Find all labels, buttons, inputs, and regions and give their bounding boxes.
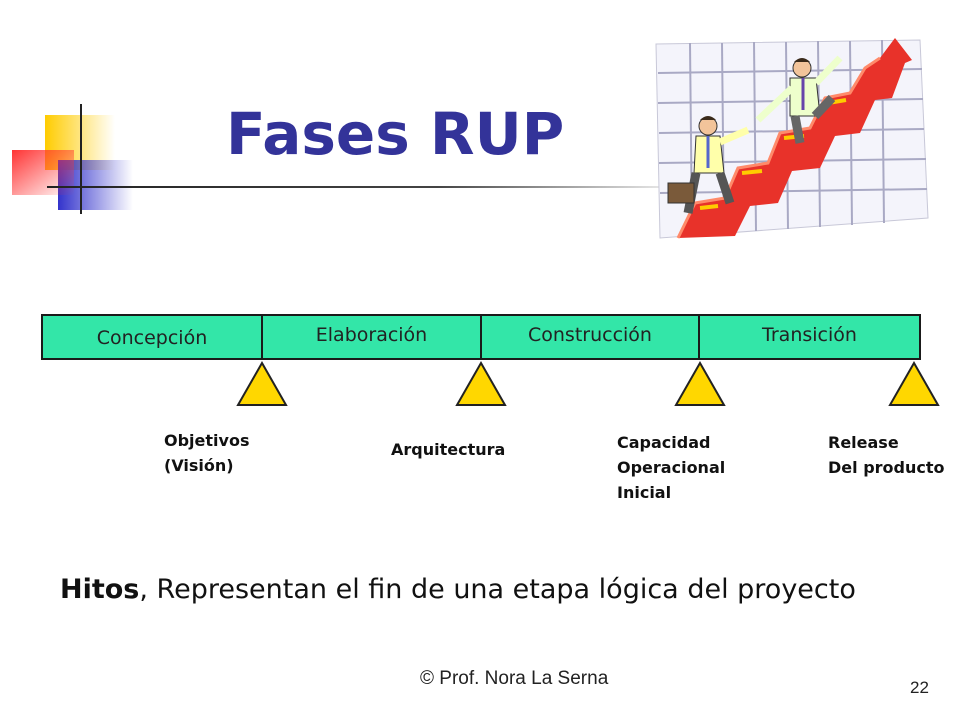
phase-construccion: Construcción [482,316,700,358]
caption-text: , Representan el fin de una etapa lógica… [139,574,856,605]
footer-author: © Prof. Nora La Serna [420,668,609,689]
corner-squares-decoration [12,104,150,214]
phase-label: Concepción [96,327,208,349]
page-number: 22 [910,678,929,697]
milestone-label-release: Release Del producto [828,433,945,477]
milestone-triangle-4 [888,361,940,406]
phase-bar: Concepción Elaboración Construcción Tran… [41,314,921,360]
caption: Hitos, Representan el fin de una etapa l… [60,574,856,605]
caption-bold: Hitos [60,574,140,605]
phase-elaboracion: Elaboración [263,316,482,358]
milestone-triangle-2 [455,361,507,406]
milestone-triangle-3 [674,361,726,406]
phase-concepcion: Concepción [43,316,263,358]
businessmen-climbing-arrow-chart-icon [655,38,929,239]
milestone-label-arquitectura: Arquitectura [391,440,506,459]
phase-label: Transición [762,324,857,346]
phase-transicion: Transición [700,316,919,358]
phase-label: Construcción [528,324,652,346]
milestone-triangle-1 [236,361,288,406]
milestone-label-capacidad: Capacidad Operacional Inicial [617,433,726,502]
page-title: Fases RUP [226,100,565,168]
milestone-label-objetivos: Objetivos (Visión) [164,431,250,475]
phase-label: Elaboración [315,324,428,346]
title-divider [47,186,697,188]
